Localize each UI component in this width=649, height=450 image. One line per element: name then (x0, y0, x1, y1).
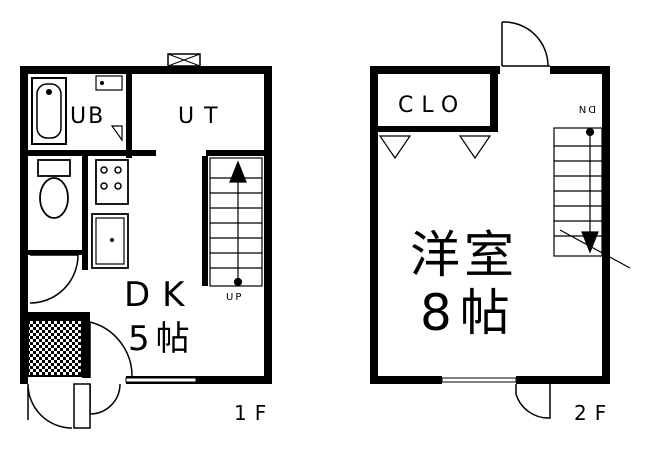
stove-icon (95, 159, 129, 205)
floor-1-caption: 1F (234, 401, 274, 425)
room-label-clo: CLO (398, 93, 466, 118)
room-label-dk: DK (124, 275, 196, 315)
toilet-door-icon (29, 254, 79, 304)
entrance-door-icon[interactable] (27, 321, 133, 429)
floor-1-plan: UB UT DK 5帖 UP 1F (20, 53, 274, 429)
floor-2-door-bottom-icon (515, 384, 551, 419)
floor-1-walls (20, 66, 272, 384)
floor-1-window-top (167, 53, 201, 67)
bathtub-icon (31, 77, 67, 145)
room-size-western: 8帖 (420, 284, 518, 342)
room-label-ut: UT (178, 104, 228, 129)
room-label-ub: UB (70, 104, 105, 129)
toilet-icon (37, 159, 71, 219)
closet-door-icons (378, 135, 492, 160)
floor-1-window-bottom (125, 377, 197, 383)
floor-2-door-top-icon[interactable] (501, 21, 550, 67)
room-label-western: 洋室 (410, 226, 518, 284)
kitchen-sink-icon (91, 213, 129, 269)
stairs-down-label: DN (577, 103, 596, 114)
floor-2-plan: CLO 洋室 8帖 DN 2F (370, 21, 631, 425)
bath-faucet-icon (95, 75, 123, 142)
room-size-dk: 5帖 (128, 319, 196, 359)
floor-2-window-bottom (441, 377, 517, 383)
floor-1-stairs (209, 157, 263, 287)
entrance-floor (27, 319, 83, 377)
floor-2-stairs (553, 127, 631, 269)
floor-2-caption: 2F (574, 401, 614, 425)
stairs-up-label: UP (226, 292, 243, 303)
floor-2-walls (370, 66, 610, 384)
